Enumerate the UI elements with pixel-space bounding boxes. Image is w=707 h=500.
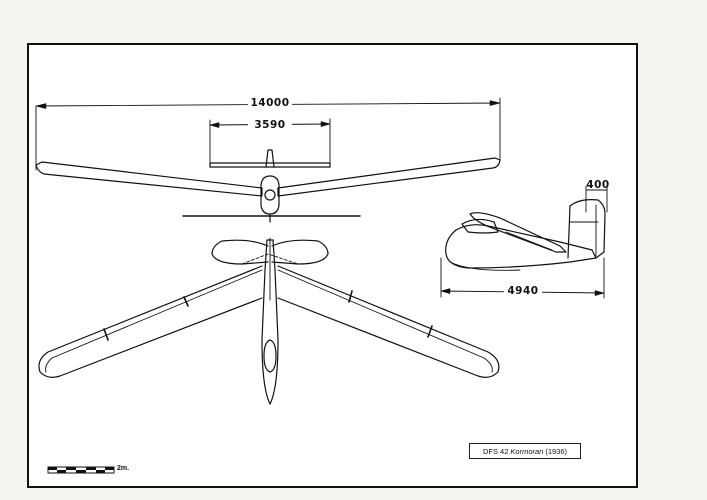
right-wing-panel-mark [427, 325, 433, 338]
scale-bar-segment [105, 467, 114, 470]
arrowhead [594, 290, 605, 296]
right-tailplane-plan [271, 239, 329, 265]
scale-bar-segment [86, 467, 96, 470]
left-wing-panel-mark [103, 328, 109, 341]
landing-skid [449, 261, 521, 271]
aircraft-name: Kormoran [510, 446, 544, 456]
wingspan-label: 14000 [250, 97, 289, 109]
scale-bar-label: 2m. [117, 465, 130, 472]
canopy-side [461, 218, 499, 234]
tailplane-front [209, 162, 331, 168]
arrowhead [209, 122, 220, 128]
right-wing-panel-mark [348, 290, 353, 303]
aircraft-year: (1936) [545, 446, 568, 456]
left-aileron-line [45, 269, 263, 373]
cockpit-front [264, 189, 276, 201]
scale-bar-segment [57, 470, 66, 473]
right-aileron-line [277, 269, 493, 373]
front-view [35, 97, 501, 223]
left-wing-panel-mark [183, 296, 189, 307]
fin-height-label: 400 [586, 179, 609, 191]
tailplane-span-label: 3590 [254, 119, 285, 131]
wing-side [469, 212, 567, 253]
right-wing-front [277, 157, 501, 197]
arrowhead [320, 121, 331, 127]
aircraft-designation: DFS 42 [482, 446, 509, 456]
length-label: 4940 [507, 285, 538, 297]
scale-bar [47, 466, 115, 474]
scale-bar-segment [96, 470, 105, 473]
scale-bar-segment [66, 467, 76, 470]
fin-front [265, 149, 275, 168]
left-wing-front [35, 161, 263, 197]
fuselage-front [260, 175, 280, 215]
fin-side [567, 199, 606, 259]
scale-bar-segment [48, 467, 57, 470]
fuselage-side [445, 224, 597, 269]
fuselage-plan [261, 239, 279, 405]
arrowhead [35, 103, 47, 109]
wing-side-line [505, 231, 553, 251]
right-wing-plan [277, 265, 500, 378]
left-tailplane-plan [211, 239, 269, 265]
scale-bar-segment [76, 470, 86, 473]
left-wing-plan [38, 265, 263, 378]
side-view [440, 185, 608, 299]
arrowhead [440, 288, 451, 294]
plan-view [38, 237, 500, 405]
title-block: DFS 42 Kormoran (1936) [469, 443, 581, 459]
cockpit-plan [263, 339, 277, 373]
elevator-hinge-line [241, 253, 299, 265]
arrowhead [489, 100, 501, 106]
